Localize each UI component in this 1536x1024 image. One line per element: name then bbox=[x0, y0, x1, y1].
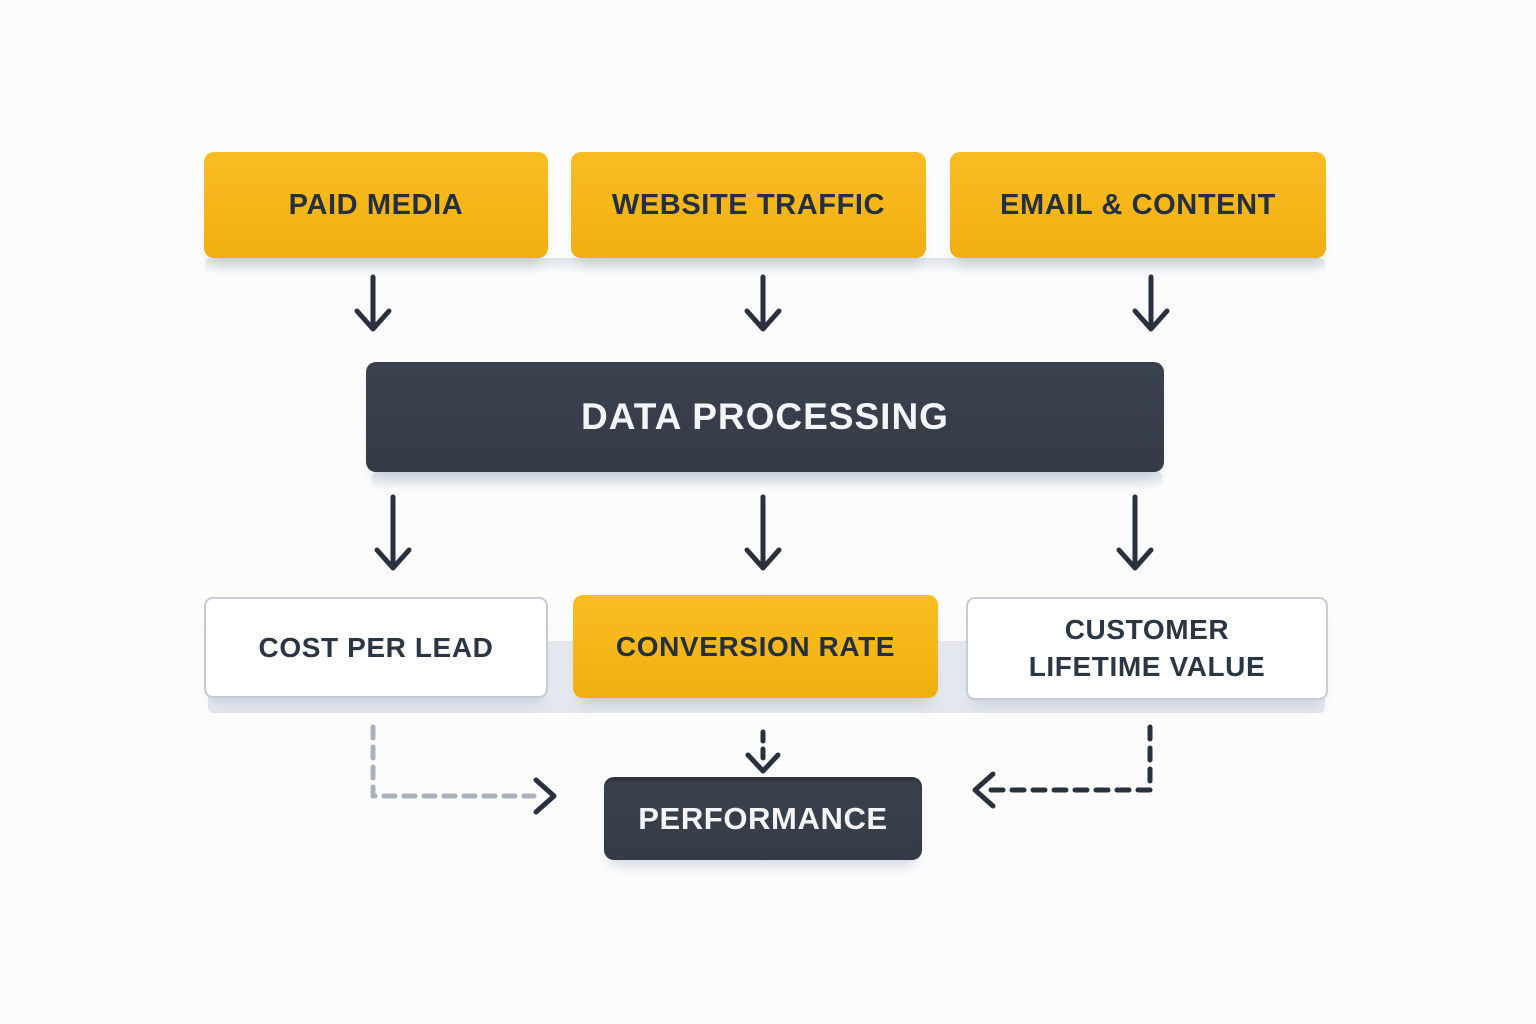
dashed-arrow-customer-lifetime-value-to-performance bbox=[972, 724, 1153, 809]
dashed-arrow-cost-per-lead-to-performance bbox=[370, 724, 557, 815]
node-cost-per-lead: COST PER LEAD bbox=[204, 597, 548, 698]
node-email-content-label: EMAIL & CONTENT bbox=[1000, 188, 1276, 221]
node-paid-media: PAID MEDIA bbox=[204, 152, 548, 258]
processing-shadow-strip bbox=[372, 472, 1162, 489]
node-website-traffic-label: WEBSITE TRAFFIC bbox=[611, 188, 886, 221]
node-data-processing: DATA PROCESSING bbox=[366, 362, 1164, 472]
dashed-arrow-conversion-rate-to-performance bbox=[745, 729, 781, 774]
arrow-paid-media-to-processing bbox=[354, 274, 392, 332]
node-website-traffic: WEBSITE TRAFFIC bbox=[571, 152, 926, 258]
node-paid-media-label: PAID MEDIA bbox=[288, 188, 464, 221]
node-conversion-rate-label: CONVERSION RATE bbox=[615, 630, 896, 662]
arrow-website-traffic-to-processing bbox=[744, 274, 782, 332]
arrow-email-content-to-processing bbox=[1132, 274, 1170, 332]
node-performance: PERFORMANCE bbox=[604, 777, 922, 860]
arrow-processing-to-conversion-rate bbox=[744, 494, 782, 571]
node-conversion-rate: CONVERSION RATE bbox=[573, 595, 938, 698]
node-performance-label: PERFORMANCE bbox=[638, 800, 888, 836]
node-customer-lifetime-value: CUSTOMER LIFETIME VALUE bbox=[966, 597, 1328, 700]
node-cost-per-lead-label: COST PER LEAD bbox=[258, 631, 494, 663]
arrow-processing-to-cost-per-lead bbox=[374, 494, 412, 571]
node-customer-lifetime-value-label: CUSTOMER LIFETIME VALUE bbox=[1028, 614, 1266, 682]
arrow-processing-to-customer-lifetime-value bbox=[1116, 494, 1154, 571]
node-data-processing-label: DATA PROCESSING bbox=[581, 396, 949, 437]
node-email-content: EMAIL & CONTENT bbox=[950, 152, 1326, 258]
top-row-shadow-strip bbox=[205, 258, 1325, 273]
